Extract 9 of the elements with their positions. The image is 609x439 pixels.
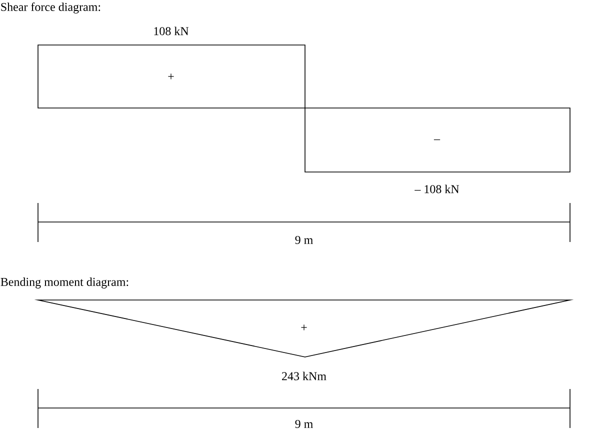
section-title: Shear force diagram: — [1, 2, 100, 14]
shear-force-block: + — [38, 44, 306, 108]
dimension-label: 9 m — [294, 234, 314, 246]
shear-force-block: – — [304, 108, 570, 172]
section-title: Bending moment diagram: — [0, 278, 128, 288]
value-label: – 108 kN — [414, 184, 460, 194]
value-label: 108 kN — [154, 26, 189, 36]
dimension-label: 9 m — [294, 418, 314, 430]
value-label: 243 kNm — [282, 372, 326, 380]
